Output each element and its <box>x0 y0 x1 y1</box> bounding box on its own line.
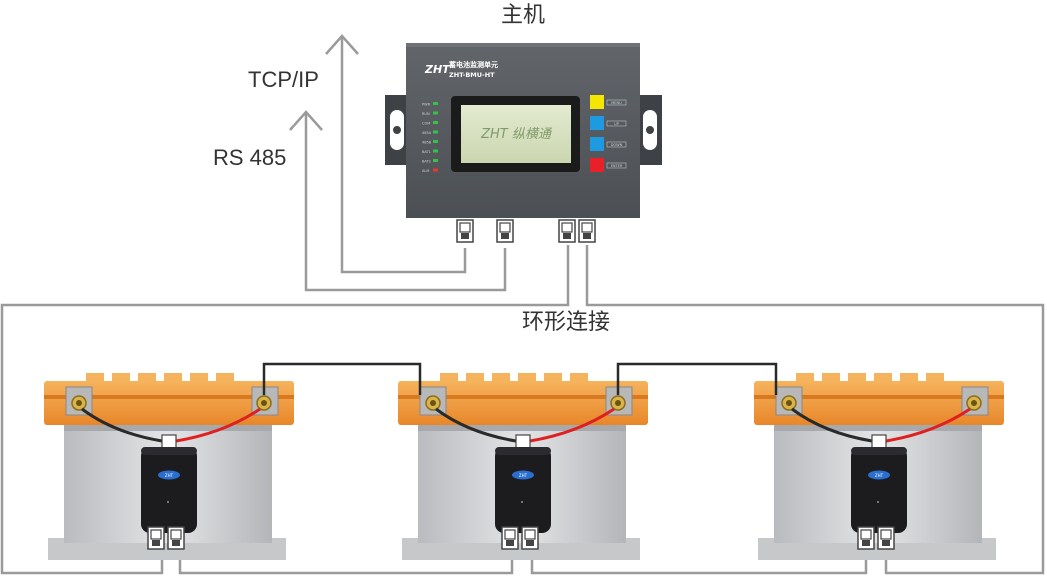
menu-button[interactable] <box>590 95 604 109</box>
ring-loop-wire <box>0 245 1045 575</box>
status-led-icon <box>433 149 438 153</box>
rs485-label: RS 485 <box>213 145 286 170</box>
up-button[interactable] <box>590 116 604 130</box>
battery-1 <box>44 373 294 560</box>
status-led-label: 485B <box>422 141 432 145</box>
battery-2 <box>398 373 648 560</box>
screen-logo: ZHT 纵横通 <box>480 127 553 142</box>
left-mounting-ear <box>385 95 409 165</box>
status-led-label: 485A <box>422 131 432 135</box>
status-led-icon <box>433 140 438 143</box>
host-title: 主机 <box>501 3 545 28</box>
status-led-label: BAT1 <box>422 150 431 154</box>
battery-bus-bars <box>262 362 778 395</box>
status-led-label: RUN <box>422 112 430 116</box>
tcp-ip-port <box>456 219 474 243</box>
tcp-ip-label: TCP/IP <box>248 67 319 92</box>
device-model: ZHT-BMU-HT <box>449 71 495 79</box>
status-led-icon <box>433 111 438 115</box>
status-led-icon <box>433 130 438 134</box>
rs485-port <box>496 219 514 243</box>
status-led-label: ALM <box>422 169 429 173</box>
host-device: ZHT 蓄电池监测单元 ZHT-BMU-HT PWR RUN COM 485A 485B… <box>385 43 662 243</box>
status-led-icon <box>433 159 438 162</box>
button-label: ENTER <box>611 164 623 168</box>
status-led-label: COM <box>422 122 430 126</box>
button-label: UP <box>614 122 619 126</box>
button-label-frame <box>606 99 627 106</box>
status-led-label: PWR <box>422 103 431 107</box>
button-label-frame <box>606 162 627 169</box>
battery-3 <box>754 373 1004 560</box>
ring-port-a <box>558 219 576 243</box>
button-label-frame <box>606 141 627 148</box>
host-logo-icon: ZHT <box>424 63 451 76</box>
ring-connection-label: 环形连接 <box>522 310 610 335</box>
status-led-icon <box>433 102 438 105</box>
status-led-icon <box>433 168 438 172</box>
status-led-icon <box>433 121 438 124</box>
device-name-cn: 蓄电池监测单元 <box>449 60 498 69</box>
enter-button[interactable] <box>590 158 604 172</box>
ring-port-b <box>578 219 596 243</box>
lcd-screen <box>461 105 571 163</box>
down-button[interactable] <box>590 137 604 151</box>
right-mounting-ear <box>638 95 662 165</box>
communication-wires <box>289 34 507 292</box>
sensor-logo: ZHT <box>875 473 884 478</box>
button-label: DOWN <box>611 143 623 147</box>
sensor-logo: ZHT <box>519 473 528 478</box>
button-label: MENU <box>611 101 622 105</box>
sensor-logo: ZHT <box>165 473 174 478</box>
status-led-label: BAT2 <box>422 160 431 164</box>
button-label-frame <box>606 120 627 127</box>
control-buttons: MENU UP DOWN ENTER <box>590 95 627 172</box>
